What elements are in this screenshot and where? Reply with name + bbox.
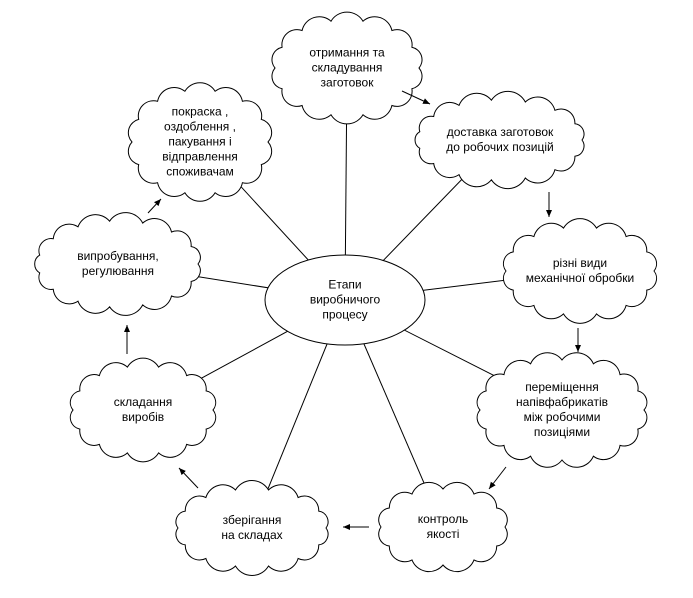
flow-arrow-transfer-quality [488, 466, 507, 490]
flow-arrows [124, 90, 581, 530]
cloud-assembly [69, 357, 217, 463]
cloud-machining [502, 218, 658, 324]
cloud-quality [378, 481, 508, 573]
cloud-storage [175, 480, 329, 576]
cloud-testing [34, 212, 201, 316]
flow-arrow-receiving-delivery [401, 90, 431, 105]
cloud-delivery [414, 90, 585, 190]
cloud-receiving [271, 11, 423, 125]
center-ellipse [264, 254, 426, 346]
flow-arrow-testing-finishing [147, 198, 162, 214]
flow-arrow-storage-assembly [178, 467, 199, 489]
cloud-transfer [476, 352, 648, 468]
cloud-shapes [34, 11, 658, 576]
center-ellipse-group [264, 254, 426, 346]
cloud-finishing [127, 82, 273, 202]
